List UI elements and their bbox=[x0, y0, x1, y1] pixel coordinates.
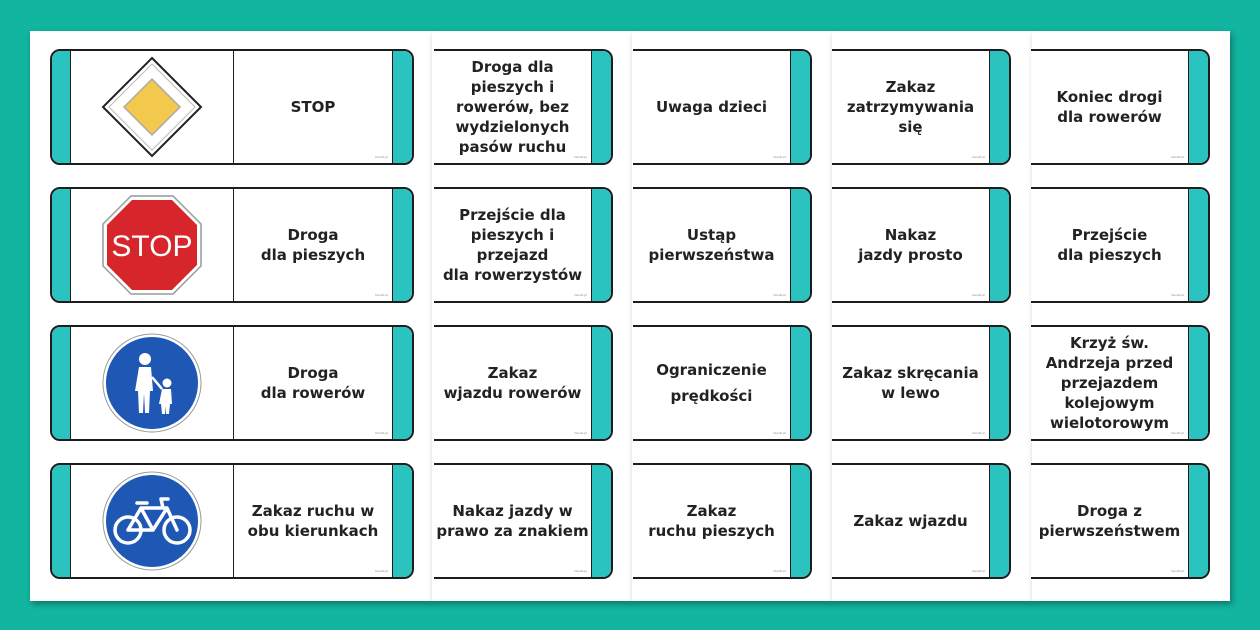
sign-area bbox=[71, 465, 234, 577]
pedestrian-path-sign-icon bbox=[102, 333, 202, 433]
card-stripe-right bbox=[989, 465, 1009, 577]
card-watermark: twinkl.pl bbox=[972, 293, 985, 297]
card-watermark: twinkl.pl bbox=[574, 155, 587, 159]
card-text: Zakaz ruchu pieszych bbox=[648, 502, 775, 540]
card-text: Zakaz ruchu w obu kierunkach bbox=[247, 502, 379, 540]
card-watermark: twinkl.pl bbox=[972, 431, 985, 435]
card-watermark: twinkl.pl bbox=[773, 569, 786, 573]
card-stripe-right bbox=[989, 327, 1009, 439]
card-stripe-right bbox=[1188, 51, 1208, 163]
stop-sign-text: STOP bbox=[111, 230, 192, 263]
domino-card: Zakaz wjazdu rowerów twinkl.pl bbox=[434, 325, 613, 441]
domino-card: Koniec drogi dla rowerów twinkl.pl bbox=[1031, 49, 1210, 165]
card-watermark: twinkl.pl bbox=[1171, 155, 1184, 159]
card-stripe-right bbox=[790, 327, 810, 439]
card-text: Nakaz jazdy w prawo za znakiem bbox=[436, 502, 589, 540]
card-text: Droga dla rowerów bbox=[260, 364, 366, 402]
card-stripe-right bbox=[392, 465, 412, 577]
card-watermark: twinkl.pl bbox=[972, 155, 985, 159]
domino-card: Droga dla pieszych i rowerów, bez wydzie… bbox=[434, 49, 613, 165]
card-stripe-right bbox=[392, 327, 412, 439]
sign-area bbox=[71, 327, 234, 439]
card-watermark: twinkl.pl bbox=[375, 569, 388, 573]
card-watermark: twinkl.pl bbox=[574, 293, 587, 297]
card-stripe-right bbox=[1188, 465, 1208, 577]
domino-card: Zakaz ruchu w obu kierunkach twinkl.pl bbox=[50, 463, 414, 579]
card-stripe-left bbox=[52, 465, 71, 577]
card-stripe-left bbox=[52, 51, 71, 163]
card-watermark: twinkl.pl bbox=[773, 293, 786, 297]
domino-card: Ustąp pierwszeństwa twinkl.pl bbox=[633, 187, 812, 303]
card-text: STOP bbox=[290, 98, 336, 116]
card-text: Nakaz jazdy prosto bbox=[858, 226, 963, 264]
card-stripe-right bbox=[591, 465, 611, 577]
card-watermark: twinkl.pl bbox=[773, 155, 786, 159]
card-stripe-right bbox=[591, 51, 611, 163]
card-text: Droga dla pieszych bbox=[260, 226, 366, 264]
domino-card: Droga dla rowerów twinkl.pl bbox=[50, 325, 414, 441]
card-watermark: twinkl.pl bbox=[1171, 293, 1184, 297]
domino-card: STOP twinkl.pl bbox=[50, 49, 414, 165]
card-text: Droga z pierwszeństwem bbox=[1038, 502, 1181, 540]
domino-card: Droga z pierwszeństwem twinkl.pl bbox=[1031, 463, 1210, 579]
card-stripe-right bbox=[790, 465, 810, 577]
card-text: Koniec drogi dla rowerów bbox=[1056, 88, 1163, 126]
card-watermark: twinkl.pl bbox=[574, 431, 587, 435]
card-text: Przejście dla pieszych bbox=[1057, 226, 1162, 264]
card-text: Przejście dla pieszych i przejazd dla ro… bbox=[442, 206, 583, 284]
domino-card: Przejście dla pieszych twinkl.pl bbox=[1031, 187, 1210, 303]
card-text: Zakaz wjazdu bbox=[853, 512, 968, 530]
card-stripe-left bbox=[52, 189, 71, 301]
card-stripe-right bbox=[989, 51, 1009, 163]
domino-card: Zakaz wjazdu twinkl.pl bbox=[832, 463, 1011, 579]
card-stripe-left bbox=[52, 327, 71, 439]
card-watermark: twinkl.pl bbox=[972, 569, 985, 573]
card-stripe-right bbox=[989, 189, 1009, 301]
domino-card: Zakaz zatrzymywania się twinkl.pl bbox=[832, 49, 1011, 165]
card-stripe-right bbox=[790, 189, 810, 301]
card-watermark: twinkl.pl bbox=[773, 431, 786, 435]
card-watermark: twinkl.pl bbox=[375, 431, 388, 435]
card-text: Krzyż św. Andrzeja przed przejazdem kole… bbox=[1045, 334, 1174, 432]
domino-card: Przejście dla pieszych i przejazd dla ro… bbox=[434, 187, 613, 303]
main-road-sign-icon bbox=[101, 56, 203, 158]
card-text: Ustąp pierwszeństwa bbox=[648, 226, 775, 264]
stop-sign-icon: STOP bbox=[102, 195, 202, 295]
card-watermark: twinkl.pl bbox=[574, 569, 587, 573]
bicycle-path-sign-icon bbox=[102, 471, 202, 571]
card-text: Droga dla pieszych i rowerów, bez wydzie… bbox=[455, 58, 570, 156]
domino-card: Zakaz ruchu pieszych twinkl.pl bbox=[633, 463, 812, 579]
domino-card: Uwaga dzieci twinkl.pl bbox=[633, 49, 812, 165]
card-stripe-right bbox=[790, 51, 810, 163]
card-text: Ograniczenie prędkości bbox=[656, 361, 767, 405]
card-stripe-right bbox=[1188, 327, 1208, 439]
domino-card: Krzyż św. Andrzeja przed przejazdem kole… bbox=[1031, 325, 1210, 441]
card-text: Zakaz skręcania w lewo bbox=[842, 364, 979, 402]
card-stripe-right bbox=[591, 189, 611, 301]
domino-card: Zakaz skręcania w lewo twinkl.pl bbox=[832, 325, 1011, 441]
card-stripe-right bbox=[591, 327, 611, 439]
card-watermark: twinkl.pl bbox=[375, 155, 388, 159]
card-stripe-right bbox=[392, 51, 412, 163]
domino-card: Nakaz jazdy w prawo za znakiem twinkl.pl bbox=[434, 463, 613, 579]
card-text: Zakaz zatrzymywania się bbox=[846, 78, 975, 136]
domino-card: STOP Droga dla pieszych twinkl.pl bbox=[50, 187, 414, 303]
sign-area: STOP bbox=[71, 189, 234, 301]
domino-card: Ograniczenie prędkości twinkl.pl bbox=[633, 325, 812, 441]
card-watermark: twinkl.pl bbox=[1171, 431, 1184, 435]
card-text: Uwaga dzieci bbox=[655, 98, 768, 116]
card-text: Zakaz wjazdu rowerów bbox=[443, 364, 582, 402]
domino-card: Nakaz jazdy prosto twinkl.pl bbox=[832, 187, 1011, 303]
sign-area bbox=[71, 51, 234, 163]
card-stripe-right bbox=[392, 189, 412, 301]
card-watermark: twinkl.pl bbox=[375, 293, 388, 297]
card-stripe-right bbox=[1188, 189, 1208, 301]
card-watermark: twinkl.pl bbox=[1171, 569, 1184, 573]
